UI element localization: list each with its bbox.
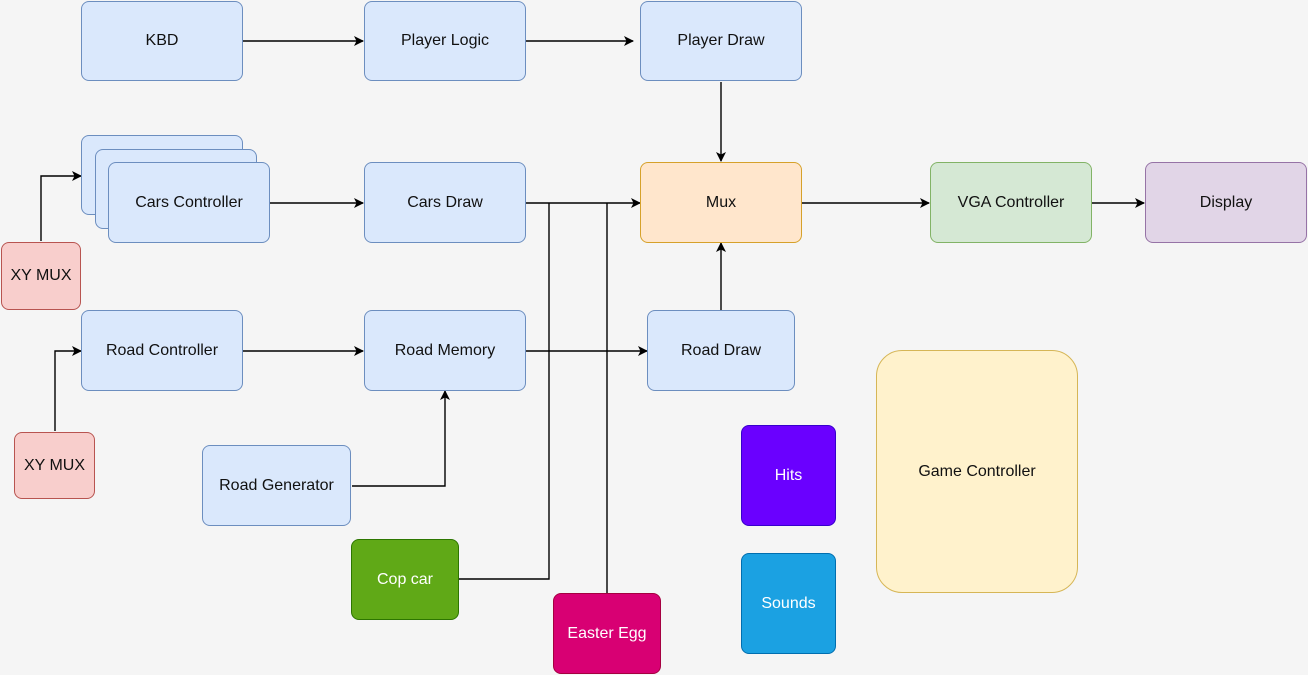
player-logic-node[interactable]: Player Logic	[364, 1, 526, 81]
vga-controller-label: VGA Controller	[957, 193, 1065, 211]
road-memory-label: Road Memory	[394, 341, 496, 359]
road-draw-label: Road Draw	[680, 341, 762, 359]
kbd-label: KBD	[145, 32, 179, 49]
easter-egg-label: Easter Egg	[567, 624, 647, 642]
hits-node[interactable]: Hits	[741, 425, 836, 526]
sounds-label: Sounds	[761, 594, 816, 612]
easter-egg-node[interactable]: Easter Egg	[553, 593, 661, 674]
kbd-node[interactable]: KBD	[81, 1, 243, 81]
display-node[interactable]: Display	[1145, 162, 1307, 243]
xy-mux-node-1[interactable]: XY MUX	[1, 242, 81, 310]
player-draw-node[interactable]: Player Draw	[640, 1, 802, 81]
road-controller-node[interactable]: Road Controller	[81, 310, 243, 391]
cars-draw-node[interactable]: Cars Draw	[364, 162, 526, 243]
player-draw-label: Player Draw	[677, 32, 765, 49]
road-generator-label: Road Generator	[219, 476, 334, 494]
display-label: Display	[1199, 193, 1253, 211]
hits-label: Hits	[774, 466, 803, 484]
edge-xy-mux-to-cars-controller	[40, 171, 82, 241]
road-generator-node[interactable]: Road Generator	[202, 445, 351, 526]
vga-controller-node[interactable]: VGA Controller	[930, 162, 1092, 243]
edge-cop-car-to-mux	[459, 203, 550, 580]
game-controller-node[interactable]: Game Controller	[876, 350, 1078, 593]
edge-xy-mux-to-road-controller	[54, 346, 82, 431]
sounds-node[interactable]: Sounds	[741, 553, 836, 654]
cop-car-node[interactable]: Cop car	[351, 539, 459, 620]
road-controller-label: Road Controller	[105, 341, 219, 359]
xy-mux-label-2: XY MUX	[23, 456, 86, 474]
game-controller-label: Game Controller	[918, 462, 1036, 480]
edge-road-generator-to-road-memory	[352, 390, 450, 487]
xy-mux-label-1: XY MUX	[10, 267, 72, 284]
cars-controller-label: Cars Controller	[135, 193, 243, 211]
cars-controller-node[interactable]: Cars Controller	[108, 162, 270, 243]
road-memory-node[interactable]: Road Memory	[364, 310, 526, 391]
cop-car-label: Cop car	[376, 570, 434, 588]
player-logic-label: Player Logic	[400, 32, 490, 49]
road-draw-node[interactable]: Road Draw	[647, 310, 795, 391]
cars-draw-label: Cars Draw	[407, 193, 483, 211]
xy-mux-node-2[interactable]: XY MUX	[14, 432, 95, 499]
mux-node[interactable]: Mux	[640, 162, 802, 243]
mux-label: Mux	[705, 193, 737, 211]
